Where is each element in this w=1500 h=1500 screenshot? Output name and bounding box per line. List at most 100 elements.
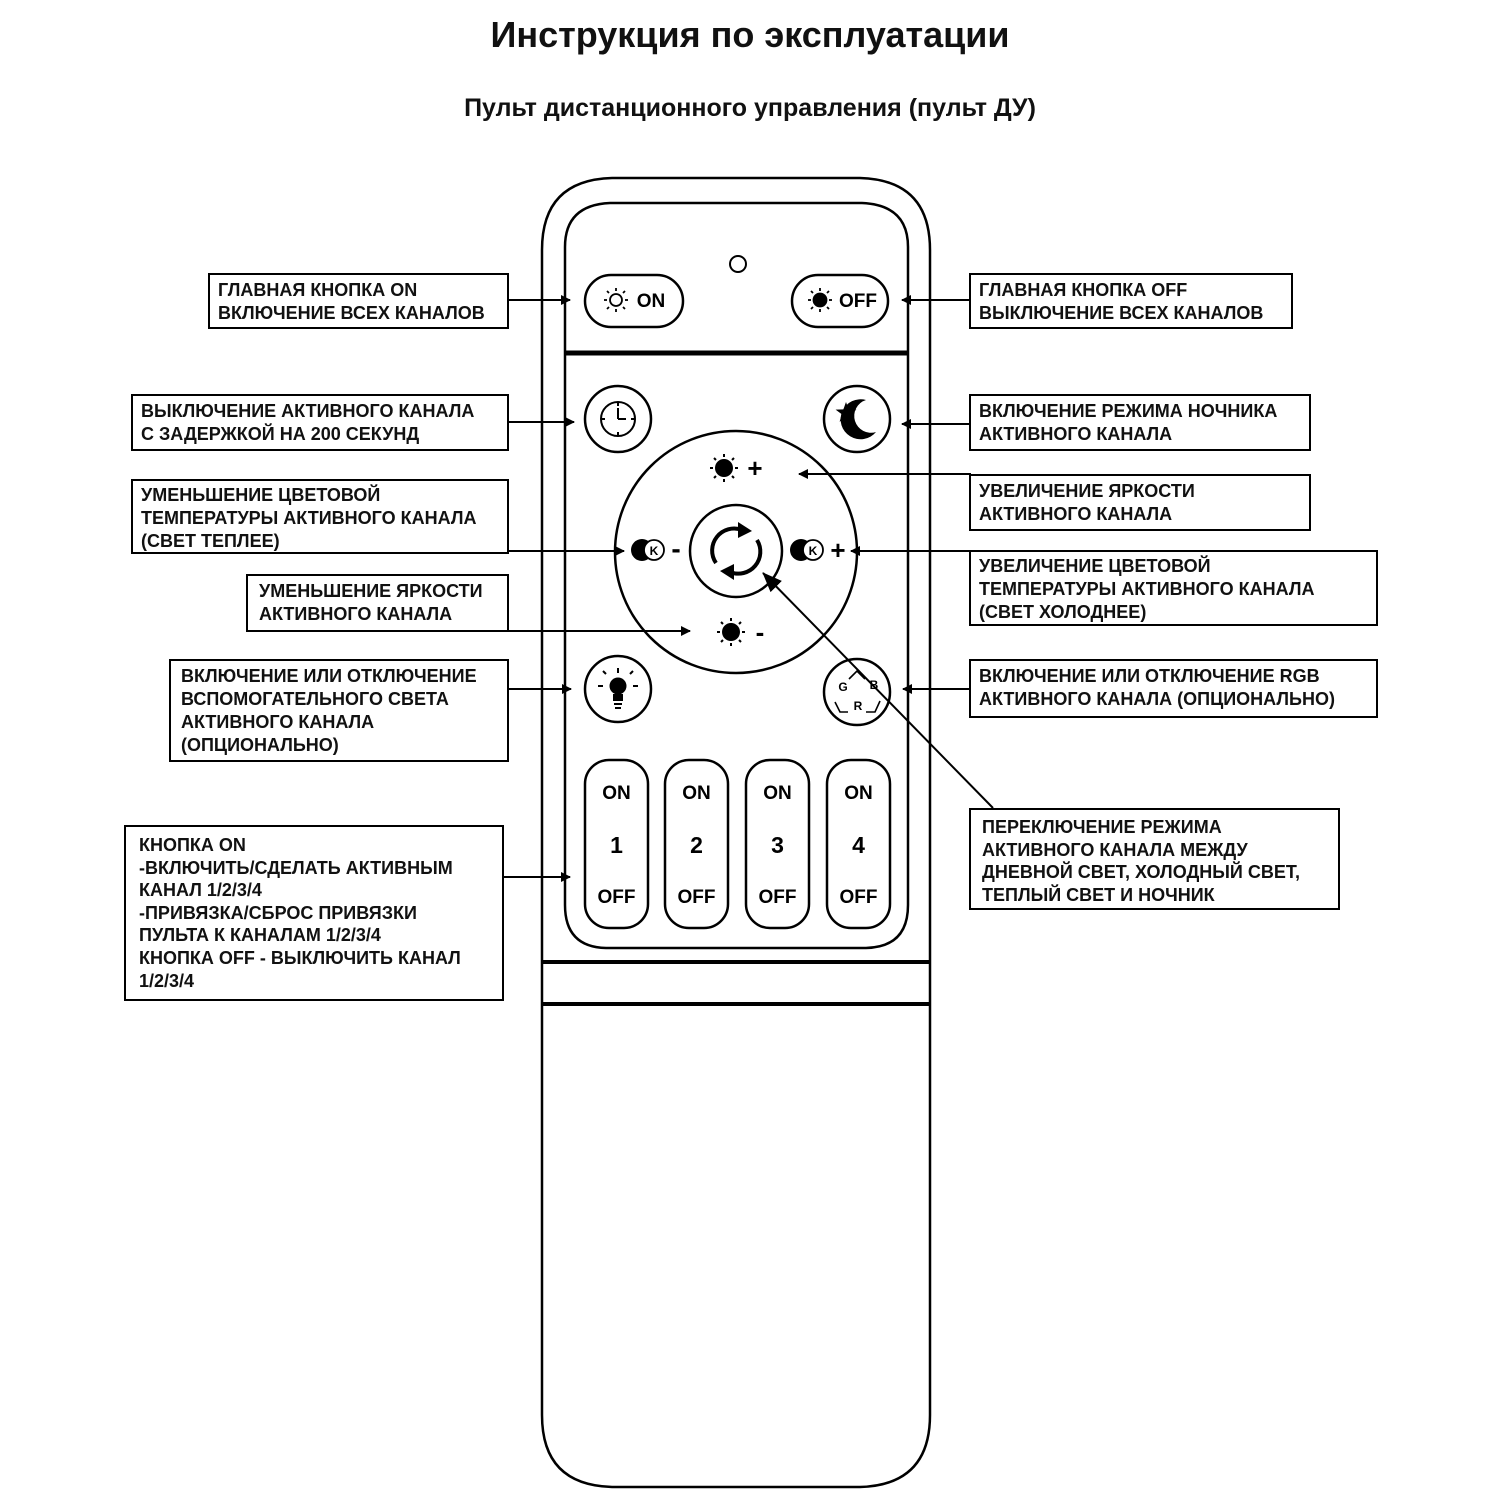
channel-number: 3 (771, 832, 784, 858)
callout-line: ТЕПЛЫЙ СВЕТ И НОЧНИК (982, 884, 1215, 905)
callout-timer: ВЫКЛЮЧЕНИЕ АКТИВНОГО КАНАЛА С ЗАДЕРЖКОЙ … (131, 394, 509, 451)
callout-line: ГЛАВНАЯ КНОПКА ON (218, 280, 418, 300)
callout-line: 1/2/3/4 (139, 970, 195, 991)
channel-number: 1 (610, 832, 623, 858)
callout-line: АКТИВНОГО КАНАЛА МЕЖДУ (982, 839, 1248, 860)
channel-on-label: ON (682, 783, 711, 804)
callout-mode-switch: ПЕРЕКЛЮЧЕНИЕ РЕЖИМА АКТИВНОГО КАНАЛА МЕЖ… (969, 808, 1340, 910)
callout-line: ВЫКЛЮЧЕНИЕ АКТИВНОГО КАНАЛА (141, 401, 475, 421)
lightbulb-icon (598, 668, 638, 709)
callout-line: АКТИВНОГО КАНАЛА (181, 712, 375, 732)
color-temp-down-button[interactable]: K - (631, 533, 681, 564)
callout-temp-down: УМЕНЬШЕНИЕ ЦВЕТОВОЙ ТЕМПЕРАТУРЫ АКТИВНОГ… (131, 479, 509, 554)
callout-line: (СВЕТ ТЕПЛЕЕ) (141, 531, 280, 551)
callout-line: КНОПКА ON (139, 835, 246, 855)
callout-line: -ВКЛЮЧИТЬ/СДЕЛАТЬ АКТИВНЫМ (139, 857, 453, 878)
main-off-button[interactable]: OFF (790, 273, 890, 329)
callout-main-off: ГЛАВНАЯ КНОПКА OFF ВЫКЛЮЧЕНИЕ ВСЕХ КАНАЛ… (969, 273, 1293, 329)
channel-number: 2 (690, 832, 703, 858)
aux-light-button[interactable] (583, 654, 653, 724)
timer-button[interactable] (583, 384, 653, 454)
callout-line: ВКЛЮЧЕНИЕ ВСЕХ КАНАЛОВ (218, 303, 485, 323)
callout-line: С ЗАДЕРЖКОЙ НА 200 СЕКУНД (141, 424, 420, 444)
brightness-minus-sign: - (756, 617, 765, 647)
kelvin-icon: K (790, 539, 824, 561)
sun-filled-icon (710, 454, 738, 482)
callout-line: АКТИВНОГО КАНАЛА (ОПЦИОНАЛЬНО) (979, 689, 1335, 709)
arrow-mode-switch (762, 572, 994, 809)
star-icon (835, 402, 857, 422)
callout-line: АКТИВНОГО КАНАЛА (979, 424, 1173, 444)
channel-3-button[interactable]: ON 3 OFF (744, 758, 811, 930)
channel-off-label: OFF (598, 887, 636, 908)
channel-2-button[interactable]: ON 2 OFF (663, 758, 730, 930)
callout-line: ВЫКЛЮЧЕНИЕ ВСЕХ КАНАЛОВ (979, 303, 1264, 323)
indicator-led (729, 255, 747, 273)
callout-line: УВЕЛИЧЕНИЕ ЯРКОСТИ (979, 481, 1195, 501)
kelvin-letter: K (650, 544, 659, 558)
callout-aux-light: ВКЛЮЧЕНИЕ ИЛИ ОТКЛЮЧЕНИЕ ВСПОМОГАТЕЛЬНОГ… (169, 659, 509, 762)
sun-filled-icon (717, 618, 745, 646)
callout-line: АКТИВНОГО КАНАЛА (259, 604, 453, 624)
callout-line: ВКЛЮЧЕНИЕ ИЛИ ОТКЛЮЧЕНИЕ (181, 666, 477, 686)
channel-4-button[interactable]: ON 4 OFF (825, 758, 892, 930)
mode-cycle-button[interactable] (688, 503, 784, 599)
main-on-button[interactable]: ON (583, 273, 685, 329)
rgb-letter-b: B (870, 678, 879, 692)
page-title: Инструкция по эксплуатации (490, 14, 1010, 55)
callout-line: ПУЛЬТА К КАНАЛАМ 1/2/3/4 (139, 925, 381, 946)
sun-outline-icon (604, 288, 628, 312)
channel-off-label: OFF (840, 887, 878, 908)
callout-line: -ПРИВЯЗКА/СБРОС ПРИВЯЗКИ (139, 902, 417, 923)
callout-line: (СВЕТ ХОЛОДНЕЕ) (979, 602, 1147, 622)
channel-on-label: ON (763, 783, 792, 804)
callout-brightness-up: УВЕЛИЧЕНИЕ ЯРКОСТИ АКТИВНОГО КАНАЛА (969, 474, 1311, 531)
rgb-letter-r: R (854, 699, 863, 713)
rgb-button[interactable]: G B R (822, 657, 892, 727)
rgb-cycle-icon: G B R (834, 669, 881, 713)
channel-off-label: OFF (678, 887, 716, 908)
callout-line: ВКЛЮЧЕНИЕ ИЛИ ОТКЛЮЧЕНИЕ RGB (979, 666, 1320, 686)
callout-rgb: ВКЛЮЧЕНИЕ ИЛИ ОТКЛЮЧЕНИЕ RGB АКТИВНОГО К… (969, 659, 1378, 718)
callout-line: ВКЛЮЧЕНИЕ РЕЖИМА НОЧНИКА (979, 401, 1278, 421)
callout-channel-buttons: КНОПКА ON -ВКЛЮЧИТЬ/СДЕЛАТЬ АКТИВНЫМ КАН… (124, 825, 504, 1001)
channel-off-label: OFF (759, 887, 797, 908)
brightness-up-button[interactable]: + (710, 453, 763, 483)
cycle-arrows-icon (710, 526, 763, 576)
callout-line: УМЕНЬШЕНИЕ ЯРКОСТИ (259, 581, 483, 601)
callout-line: (ОПЦИОНАЛЬНО) (181, 735, 339, 755)
leader-arrows (455, 295, 1025, 882)
channel-buttons: ON 1 OFF ON 2 OFF ON 3 OFF ON 4 OFF (583, 758, 892, 930)
brightness-down-button[interactable]: - (717, 617, 764, 647)
callout-night: ВКЛЮЧЕНИЕ РЕЖИМА НОЧНИКА АКТИВНОГО КАНАЛ… (969, 394, 1311, 451)
moon-icon (840, 399, 876, 440)
callout-line: АКТИВНОГО КАНАЛА (979, 504, 1173, 524)
callout-brightness-down: УМЕНЬШЕНИЕ ЯРКОСТИ АКТИВНОГО КАНАЛА (246, 574, 509, 632)
callout-line: ТЕМПЕРАТУРЫ АКТИВНОГО КАНАЛА (141, 508, 477, 528)
kelvin-icon: K (631, 539, 665, 561)
temp-plus-sign: + (830, 535, 845, 565)
callout-main-on: ГЛАВНАЯ КНОПКА ON ВКЛЮЧЕНИЕ ВСЕХ КАНАЛОВ (208, 273, 509, 329)
main-off-label: OFF (839, 291, 877, 312)
sun-filled-icon (808, 288, 832, 312)
night-mode-button[interactable] (822, 384, 892, 454)
color-temp-up-button[interactable]: K + (790, 535, 846, 565)
callout-line: ТЕМПЕРАТУРЫ АКТИВНОГО КАНАЛА (979, 579, 1315, 599)
remote-body (540, 176, 932, 1489)
channel-1-button[interactable]: ON 1 OFF (583, 758, 650, 930)
callout-line: ВСПОМОГАТЕЛЬНОГО СВЕТА (181, 689, 449, 709)
callout-temp-up: УВЕЛИЧЕНИЕ ЦВЕТОВОЙ ТЕМПЕРАТУРЫ АКТИВНОГ… (969, 550, 1378, 626)
callout-line: ГЛАВНАЯ КНОПКА OFF (979, 280, 1188, 300)
rgb-letter-g: G (838, 680, 847, 694)
channel-on-label: ON (844, 783, 873, 804)
channel-on-label: ON (602, 783, 631, 804)
callout-line: ПЕРЕКЛЮЧЕНИЕ РЕЖИМА (982, 817, 1222, 837)
channel-number: 4 (852, 832, 865, 858)
callout-line: КАНАЛ 1/2/3/4 (139, 880, 262, 901)
clock-icon (600, 401, 636, 437)
callout-line: ДНЕВНОЙ СВЕТ, ХОЛОДНЫЙ СВЕТ, (982, 862, 1301, 883)
main-on-label: ON (637, 291, 666, 312)
temp-minus-sign: - (671, 533, 680, 564)
page-subtitle: Пульт дистанционного управления (пульт Д… (464, 94, 1036, 122)
